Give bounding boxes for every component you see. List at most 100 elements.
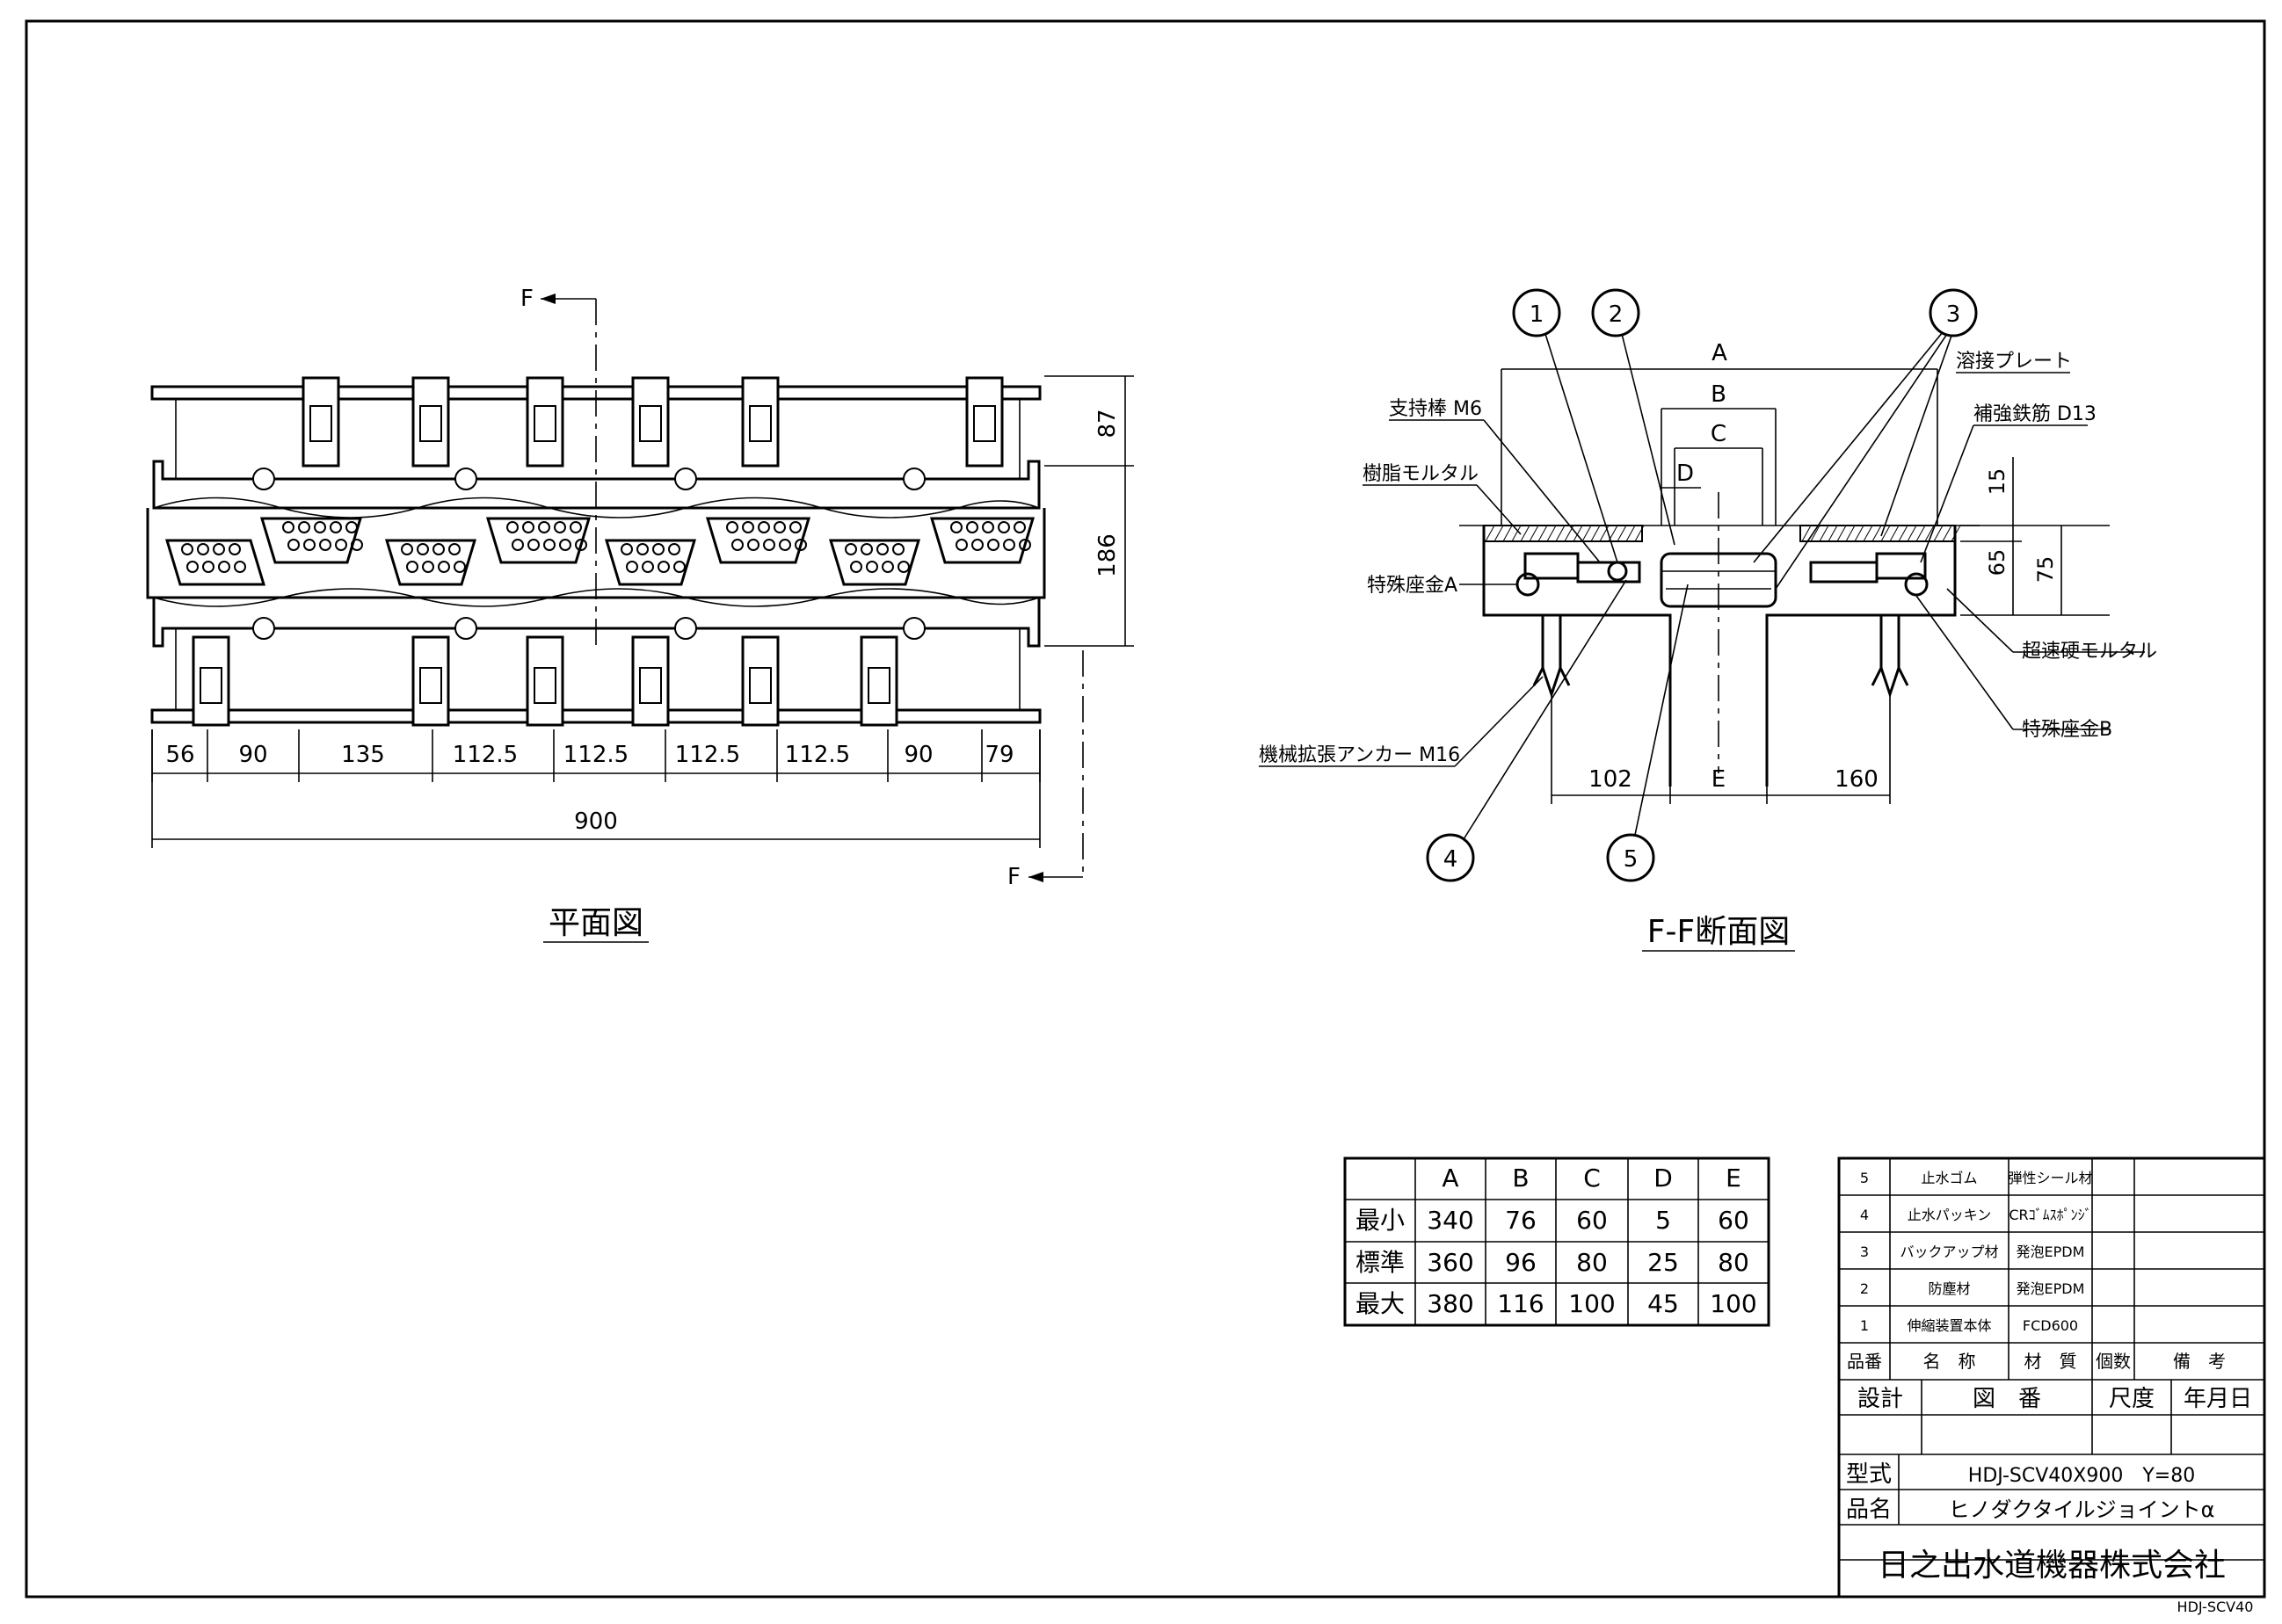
dim-table-header: D [1653,1164,1673,1193]
parts-cell: 伸縮装置本体 [1907,1317,1991,1334]
dim-112a: 112.5 [453,742,518,768]
svg-text:設計: 設計 [1857,1386,1903,1412]
drawing-code: HDJ-SCV40 [2177,1599,2254,1615]
svg-text:ヒノダクタイルジョイントα: ヒノダクタイルジョイントα [1949,1497,2215,1522]
svg-text:品名: 品名 [1846,1497,1892,1523]
dim-65: 65 [1985,549,2009,576]
dim-102: 102 [1588,766,1632,793]
dim-A: A [1712,340,1727,366]
dim-75: 75 [2033,556,2058,584]
dim-table-header: E [1726,1164,1741,1193]
dim-112c: 112.5 [675,742,740,768]
balloon-5: 5 [1606,584,1689,882]
parts-cell: 防塵材 [1928,1280,1970,1297]
dim-table-cell: 380 [1427,1289,1473,1318]
dim-table-cell: 最小 [1355,1206,1405,1235]
parts-cell: 1 [1860,1317,1869,1334]
plan-clamp-blocks [192,376,1004,727]
label-resin-mortar: 樹脂モルタル [1363,463,1479,485]
dim-112d: 112.5 [785,742,850,768]
plan-tile-pads [164,517,1036,586]
balloon-4: 4 [1426,579,1627,882]
dim-15: 15 [1985,468,2009,496]
svg-text:尺度: 尺度 [2109,1386,2155,1412]
balloon-1: 1 [1512,288,1618,563]
dim-table-cell: 60 [1718,1206,1749,1235]
plan-dimension-ticks [151,729,1041,782]
svg-text:日之出水道機器株式会社: 日之出水道機器株式会社 [1878,1548,2226,1584]
parts-cell: 品番 [1847,1351,1882,1372]
svg-text:1: 1 [1530,301,1544,328]
dim-table-cell: 96 [1505,1248,1537,1277]
parts-cell: 発泡EPDM [2017,1243,2085,1260]
label-anchor: 機械拡張アンカー M16 [1259,744,1460,766]
dim-table-cell: 5 [1655,1206,1671,1235]
parts-cell: 5 [1860,1170,1869,1186]
label-weld-plate: 溶接プレート [1956,351,2072,373]
dim-table-cell: 標準 [1355,1248,1405,1277]
parts-cell: 備 考 [2173,1351,2226,1372]
dim-table-cell: 最大 [1355,1289,1405,1318]
svg-text:型式: 型式 [1846,1461,1892,1488]
dim-table-cell: 340 [1427,1206,1473,1235]
dim-table-header: C [1583,1164,1601,1193]
parts-cell: 名 称 [1923,1351,1976,1372]
plan-view-title: 平面図 [549,905,643,941]
parts-cell: 発泡EPDM [2017,1280,2085,1297]
label-special-seat-a: 特殊座金A [1367,575,1457,597]
section-mark-top: F [520,286,534,312]
svg-text:5: 5 [1624,846,1639,873]
section-mark-bottom: F [1007,864,1021,890]
parts-cell: 止水ゴム [1921,1170,1977,1186]
dim-table-cell: 60 [1576,1206,1608,1235]
dim-table-cell: 116 [1497,1289,1544,1318]
dim-186: 186 [1094,533,1121,577]
dim-table-cell: 76 [1505,1206,1537,1235]
parts-cell: 材 質 [2024,1351,2077,1372]
parts-cell: 2 [1860,1280,1869,1297]
svg-text:3: 3 [1946,301,1961,328]
plan-tile-holes [181,521,1031,573]
section-view-title: F-F断面図 [1647,914,1790,950]
sheet-border [25,19,2266,1599]
dim-90a: 90 [238,742,267,768]
surface-hatch [1485,525,1961,542]
balloon-3: 3 [1753,288,1978,590]
parts-cell: 止水パッキン [1908,1207,1992,1223]
dim-table-cell: 360 [1427,1248,1473,1277]
parts-cell: 個数 [2096,1351,2131,1372]
svg-text:図 番: 図 番 [1973,1386,2041,1412]
dim-135: 135 [341,742,385,768]
plan-view: F F [146,286,1134,943]
parts-cell: CRｺﾞﾑｽﾎﾟﾝｼﾞ [2009,1207,2091,1223]
dim-160: 160 [1835,766,1879,793]
dim-D: D [1676,460,1694,487]
svg-text:HDJ-SCV40X900 Y=80: HDJ-SCV40X900 Y=80 [1968,1465,2195,1487]
dim-table-cell: 80 [1576,1248,1608,1277]
dim-900: 900 [574,808,618,835]
dim-E: E [1712,766,1726,793]
dim-79: 79 [985,742,1014,768]
label-support-rod: 支持棒 M6 [1389,398,1482,420]
dim-B: B [1711,381,1726,408]
dim-table-header: B [1512,1164,1529,1193]
parts-cell: FCD600 [2023,1317,2078,1334]
dim-87: 87 [1094,409,1121,438]
section-view: A B C D 15 65 75 102 E 160 1 [1259,288,2157,952]
dim-table-cell: 45 [1647,1289,1679,1318]
svg-text:2: 2 [1609,301,1624,328]
dim-table-cell: 25 [1647,1248,1679,1277]
balloon-2: 2 [1591,288,1675,546]
dim-90b: 90 [904,742,933,768]
dim-112b: 112.5 [563,742,629,768]
parts-cell: 3 [1860,1243,1869,1260]
label-rebar: 補強鉄筋 D13 [1973,403,2097,425]
parts-cell: 4 [1860,1207,1869,1223]
dim-56: 56 [165,742,194,768]
dim-C: C [1711,421,1726,447]
parts-cell: 弾性シール材 [2008,1170,2092,1186]
